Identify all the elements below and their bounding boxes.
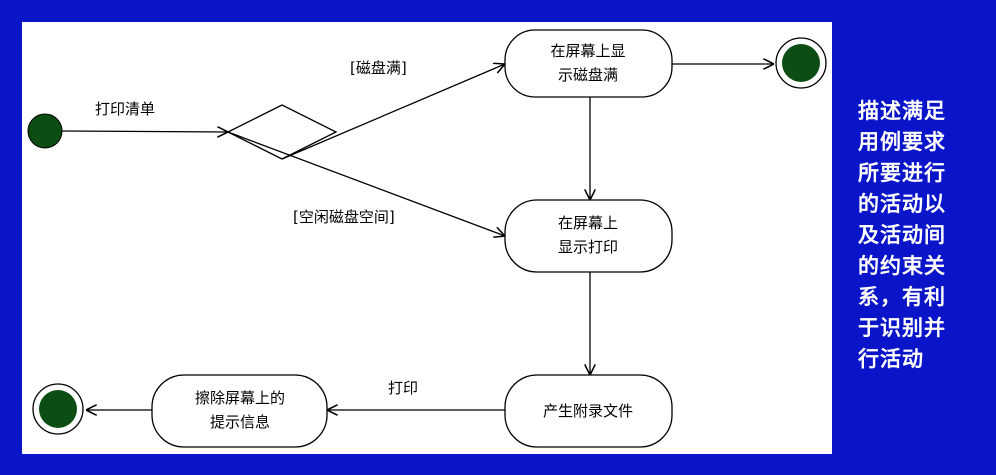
- note-line: 于识别并: [858, 316, 946, 340]
- state-gen-file: [504, 374, 673, 448]
- label-print-list: 打印清单: [95, 100, 155, 118]
- state-disk-full-line2: 示磁盘满: [558, 66, 618, 84]
- note-line: 的约束关: [858, 254, 946, 278]
- state-disk-full-line1: 在屏幕上显: [550, 42, 625, 60]
- note-line: 用例要求: [858, 130, 946, 154]
- initial-node: [27, 113, 63, 149]
- edge-free-space: [227, 131, 505, 236]
- side-note: 描述满足 用例要求 所要进行 的活动以 及活动间 的约束关 系，有利 于识别并 …: [858, 96, 988, 375]
- note-line: 行活动: [858, 347, 924, 371]
- decision-node: [226, 104, 338, 160]
- note-line: 描述满足: [858, 99, 946, 123]
- edge-print-list: [61, 131, 228, 132]
- state-disk-full: [504, 29, 673, 98]
- diagram-panel: [22, 22, 832, 454]
- state-erase-line1: 擦除屏幕上的: [195, 389, 285, 407]
- label-free-space-guard: [空闲磁盘空间]: [293, 208, 395, 226]
- state-show-print-line1: 在屏幕上: [558, 214, 618, 232]
- note-line: 及活动间: [858, 223, 946, 247]
- label-disk-full-guard: [磁盘满]: [350, 59, 407, 77]
- note-line: 的活动以: [858, 192, 946, 216]
- state-show-print: [504, 199, 673, 273]
- final-node-bottom: [39, 390, 77, 428]
- note-line: 所要进行: [858, 161, 946, 185]
- edge-disk-full: [281, 64, 505, 160]
- final-node-top: [782, 44, 820, 82]
- label-print: 打印: [388, 379, 418, 397]
- state-erase-line2: 提示信息: [210, 413, 270, 431]
- state-show-print-line2: 显示打印: [558, 238, 618, 256]
- state-gen-file-label: 产生附录文件: [543, 402, 633, 420]
- note-line: 系，有利: [858, 285, 946, 309]
- state-erase: [151, 374, 328, 448]
